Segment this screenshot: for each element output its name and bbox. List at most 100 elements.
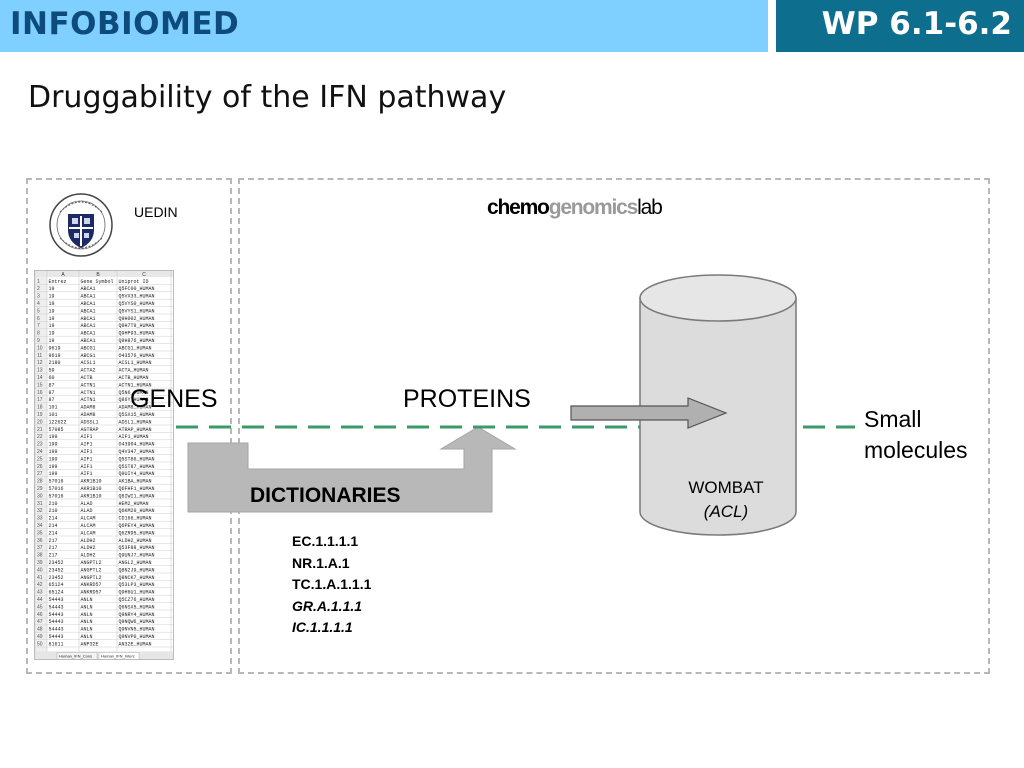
sheet-cell: 60 xyxy=(49,375,55,381)
sheet-cell: Q9NVP0_HUMAN xyxy=(119,634,155,640)
sheet-row-number: 49 xyxy=(37,634,43,640)
sheet-row-number: 42 xyxy=(37,582,43,588)
sheet-cell: ADAM8 xyxy=(81,405,96,411)
small-molecules-line-1: Small xyxy=(864,406,922,432)
sheet-cell: AN32E_HUMAN xyxy=(119,641,152,647)
sheet-cell: 19 xyxy=(49,338,55,344)
sheet-cell: 23452 xyxy=(49,567,64,573)
sheet-row-number: 8 xyxy=(37,331,40,337)
sheet-row-number: 21 xyxy=(37,427,43,433)
sheet-cell: 210 xyxy=(49,501,58,507)
sheet-cell: ALAD xyxy=(81,508,93,514)
sheet-cell: Q9UIY4_HUMAN xyxy=(119,471,155,477)
sheet-tab-label: Human_IFN_Interc xyxy=(101,653,135,658)
sheet-cell: ABCA1 xyxy=(81,338,96,344)
code-item: IC.1.1.1.1 xyxy=(292,619,353,635)
sheet-row-number: 37 xyxy=(37,545,43,551)
sheet-cell: 87 xyxy=(49,382,55,388)
sheet-cell: ABCA1 xyxy=(81,323,96,329)
university-crest-icon xyxy=(49,193,113,257)
sheet-cell: 57016 xyxy=(49,493,64,499)
sheet-tab-label: Human_IFN_Cons xyxy=(59,653,92,658)
sheet-row-number: 50 xyxy=(37,641,43,647)
sheet-cell: ALCAM xyxy=(81,523,96,529)
sheet-cell: 54443 xyxy=(49,612,64,618)
sheet-row-number: 45 xyxy=(37,604,43,610)
sheet-cell: 214 xyxy=(49,530,58,536)
sheet-cell: AIF1 xyxy=(81,449,93,455)
sheet-cell: ACTN1_HUMAN xyxy=(119,382,152,388)
sheet-row-number: 3 xyxy=(37,294,40,300)
sheet-cell: AKR1B10 xyxy=(81,486,102,492)
sheet-cell: Q9HP93_HUMAN xyxy=(119,331,155,337)
sheet-cell: ATRAP_HUMAN xyxy=(119,427,152,433)
sheet-cell: Q5ST87_HUMAN xyxy=(119,464,155,470)
sheet-cell: AK1BA_HUMAN xyxy=(119,479,152,485)
sheet-cell: 122622 xyxy=(49,419,67,425)
sheet-cell: 65124 xyxy=(49,582,64,588)
sheet-cell: Q9UNJ7_HUMAN xyxy=(119,553,155,559)
sheet-cell: ALAD xyxy=(81,501,93,507)
sheet-row-number: 43 xyxy=(37,590,43,596)
sheet-cell: 57016 xyxy=(49,479,64,485)
sheet-cell: 199 xyxy=(49,464,58,470)
sheet-cell: ADAM8 xyxy=(81,412,96,418)
sheet-cell: 214 xyxy=(49,523,58,529)
sheet-cell: 9619 xyxy=(49,345,61,351)
sheet-cell: Q9H002_HUMAN xyxy=(119,316,155,322)
sheet-cell: Q9NVN5_HUMAN xyxy=(119,627,155,633)
sheet-cell: 19 xyxy=(49,294,55,300)
sheet-cell: Q5N6_HUMAN xyxy=(119,390,149,396)
sheet-cell: 54443 xyxy=(49,627,64,633)
sheet-cell: AIF1 xyxy=(81,456,93,462)
sheet-cell: ADAM8_HUMAN xyxy=(119,405,152,411)
sheet-row-number: 10 xyxy=(37,345,43,351)
sheet-cell: ABCG1 xyxy=(81,345,96,351)
sheet-row-number: 23 xyxy=(37,442,43,448)
sheet-cell: Q86Y_HUMAN xyxy=(119,397,149,403)
sheet-row-number: 17 xyxy=(37,397,43,403)
header-workpackage: WP 6.1-6.2 xyxy=(821,6,1012,42)
sheet-cell: Q8NCK7_HUMAN xyxy=(119,575,155,581)
sheet-row-number: 12 xyxy=(37,360,43,366)
sheet-cell: Q5VX33_HUMAN xyxy=(119,294,155,300)
sheet-row-number: 41 xyxy=(37,575,43,581)
sheet-row-number: 5 xyxy=(37,308,40,314)
sheet-cell: 199 xyxy=(49,434,58,440)
sheet-cell: 59 xyxy=(49,368,55,374)
sheet-cell: Q9H7T9_HUMAN xyxy=(119,323,155,329)
sheet-cell: 2180 xyxy=(49,360,61,366)
sheet-cell: ALDH2 xyxy=(81,538,96,544)
sheet-row-number: 9 xyxy=(37,338,40,344)
sheet-cell: 199 xyxy=(49,442,58,448)
sheet-row-number: 31 xyxy=(37,501,43,507)
sheet-cell: O43576_HUMAN xyxy=(119,353,155,359)
sheet-row-number: 1 xyxy=(37,279,40,285)
sheet-row-number: 32 xyxy=(37,508,43,514)
sheet-cell: 19 xyxy=(49,323,55,329)
sheet-cell: Q6PEY4_HUMAN xyxy=(119,523,155,529)
sheet-cell: ANKRD57 xyxy=(81,590,102,596)
sheet-row-number: 26 xyxy=(37,464,43,470)
dictionaries-label: DICTIONARIES xyxy=(250,484,401,507)
sheet-cell: 101 xyxy=(49,412,58,418)
sheet-cell: 214 xyxy=(49,516,58,522)
sheet-row-number: 7 xyxy=(37,323,40,329)
sheet-cell: Q6ZR95_HUMAN xyxy=(119,530,155,536)
sheet-cell: 54443 xyxy=(49,619,64,625)
sheet-cell: ABCA1 xyxy=(81,308,96,314)
sheet-row-number: 13 xyxy=(37,368,43,374)
sheet-cell: ALDH2_HUMAN xyxy=(119,538,152,544)
sheet-cell: ALCAM xyxy=(81,516,96,522)
sheet-row-number: 15 xyxy=(37,382,43,388)
sheet-cell: ACTA_HUMAN xyxy=(119,368,149,374)
sheet-row-number: 34 xyxy=(37,523,43,529)
sheet-cell: Uniprot ID xyxy=(119,279,149,285)
header-title: INFOBIOMED xyxy=(10,6,240,42)
sheet-row-number: 16 xyxy=(37,390,43,396)
code-item: EC.1.1.1.1 xyxy=(292,533,359,549)
code-item: TC.1.A.1.1.1 xyxy=(292,576,372,592)
small-molecules-label: Small molecules xyxy=(864,404,968,466)
sheet-cell: 23452 xyxy=(49,575,64,581)
